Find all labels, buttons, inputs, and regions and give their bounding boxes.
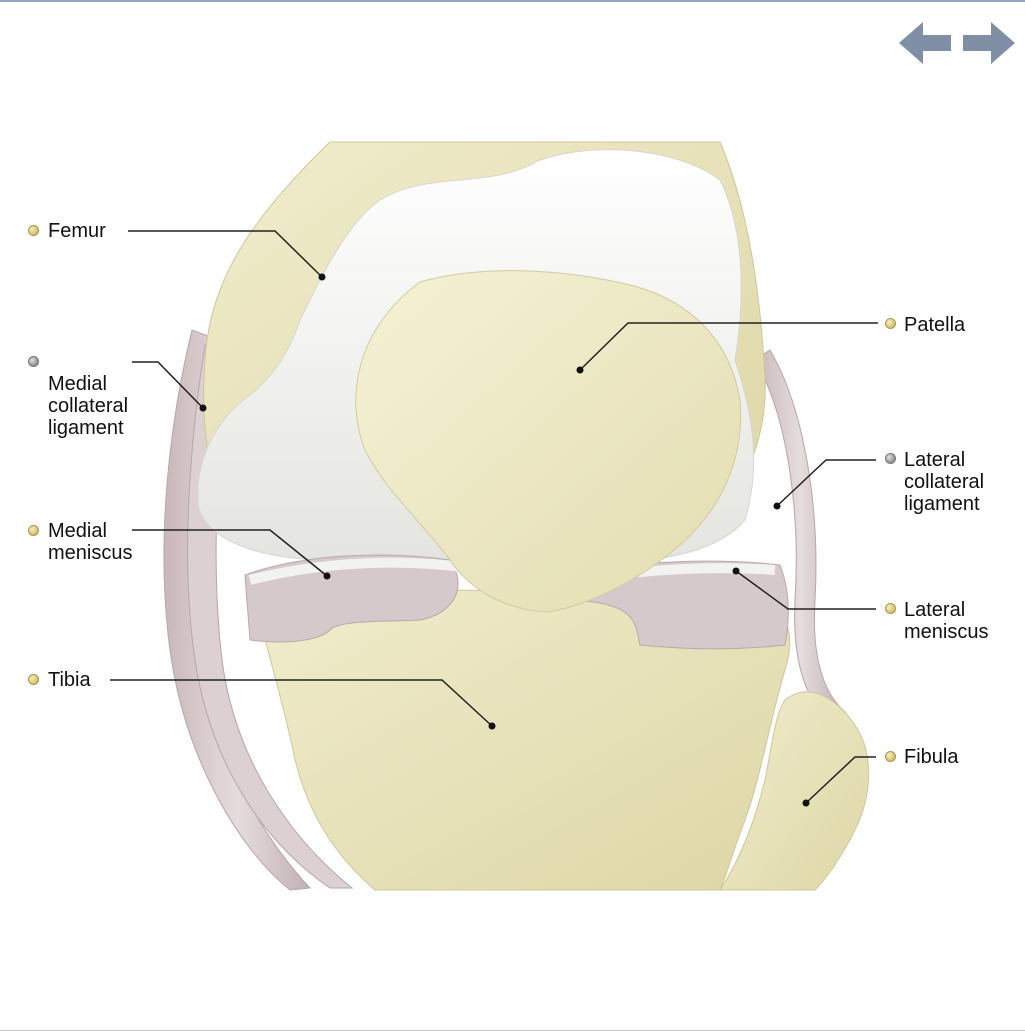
lateral-meniscus-bullet-icon[interactable] — [885, 603, 896, 614]
label-medial-collateral-ligament[interactable]: Medial collateral ligament — [48, 351, 128, 461]
tibia-bullet-icon[interactable] — [28, 674, 39, 685]
femur-label-text: Femur — [48, 220, 106, 242]
medial-collateral-ligament-bullet-icon[interactable] — [28, 356, 39, 367]
label-lateral-collateral-ligament[interactable]: Lateral collateral ligament — [904, 449, 984, 515]
fibula-bullet-icon[interactable] — [885, 751, 896, 762]
patella-label-text: Patella — [904, 314, 965, 336]
label-tibia[interactable]: Tibia — [48, 669, 91, 691]
label-patella[interactable]: Patella — [904, 314, 965, 336]
lateral-collateral-ligament-label-text: Lateral collateral ligament — [904, 449, 984, 515]
medial-collateral-ligament-label-text: Medial collateral ligament — [48, 373, 128, 439]
medial-meniscus-label-text: Medial meniscus — [48, 520, 132, 564]
label-lateral-meniscus[interactable]: Lateral meniscus — [904, 599, 988, 643]
medial-meniscus-bullet-icon[interactable] — [28, 525, 39, 536]
patella-bullet-icon[interactable] — [885, 318, 896, 329]
label-femur[interactable]: Femur — [48, 220, 106, 242]
tibia-label-text: Tibia — [48, 669, 91, 691]
fibula-label-text: Fibula — [904, 746, 958, 768]
label-medial-meniscus[interactable]: Medial meniscus — [48, 520, 132, 564]
lateral-meniscus-label-text: Lateral meniscus — [904, 599, 988, 643]
femur-bullet-icon[interactable] — [28, 225, 39, 236]
lateral-collateral-ligament-bullet-icon[interactable] — [885, 453, 896, 464]
label-fibula[interactable]: Fibula — [904, 746, 958, 768]
